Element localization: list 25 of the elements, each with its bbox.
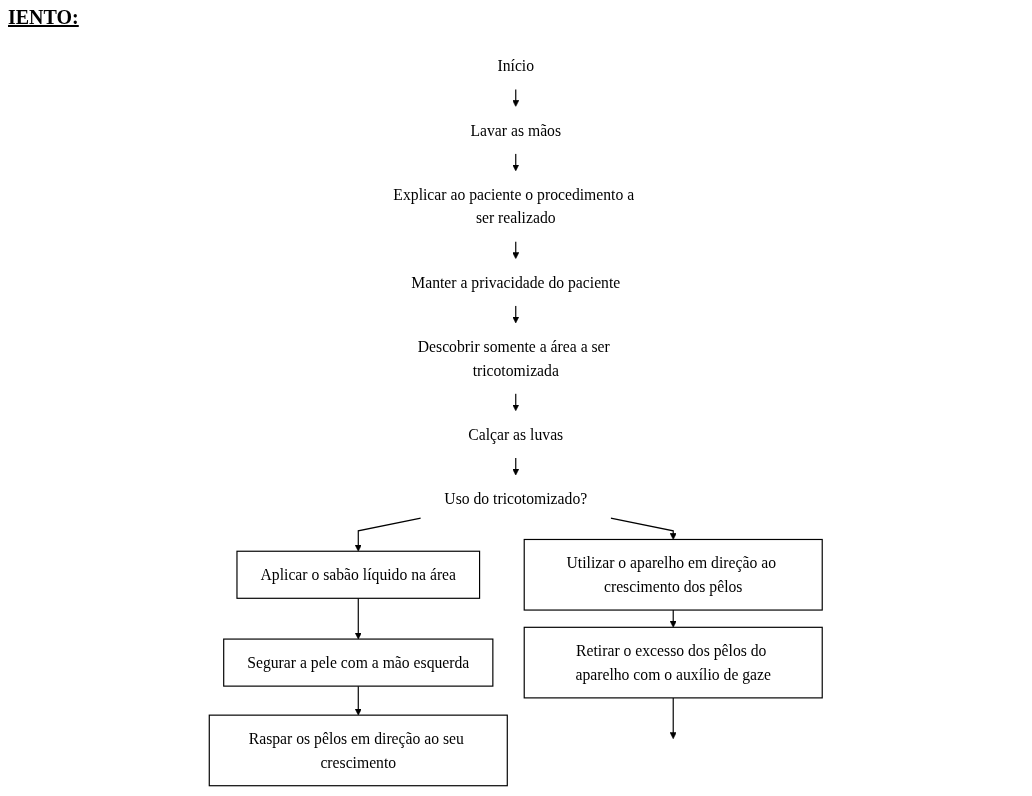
node-box: Utilizar o aparelho em direção ao crescimento dos pêlos (523, 538, 824, 611)
node-box: Raspar os pêlos em direção ao seu crescimento (208, 714, 509, 787)
node-box: Retirar o excesso dos pêlos do aparelho com o auxílio de gaze (523, 626, 824, 699)
node-text: Calçar as luvas (468, 425, 564, 444)
arrow (512, 457, 520, 476)
node-text: Manter a privacidade do paciente (411, 273, 621, 291)
arrow (355, 597, 362, 640)
node-text: Explicar ao paciente o procedimento a ser realizado (393, 185, 635, 227)
node-text: Descobrir somente a área a ser tricotomizada (418, 337, 611, 379)
node-box: Aplicar o sabão líquido na área (236, 550, 481, 599)
arrow (610, 517, 677, 540)
node-text: Lavar as mãos (470, 121, 562, 139)
arrow (512, 88, 520, 107)
arrow (670, 609, 677, 628)
heading: IENTO: (8, 6, 79, 29)
node-box: Segurar a pele com a mão esquerda (223, 638, 494, 687)
node-text: Uso do tricotomizado? (444, 490, 588, 508)
arrow (670, 697, 677, 739)
arrow (512, 305, 520, 324)
arrow (355, 685, 362, 716)
arrow (512, 240, 520, 260)
node-text: Início (497, 57, 535, 75)
arrow (512, 393, 520, 412)
arrow (512, 153, 520, 172)
arrow (355, 517, 422, 552)
